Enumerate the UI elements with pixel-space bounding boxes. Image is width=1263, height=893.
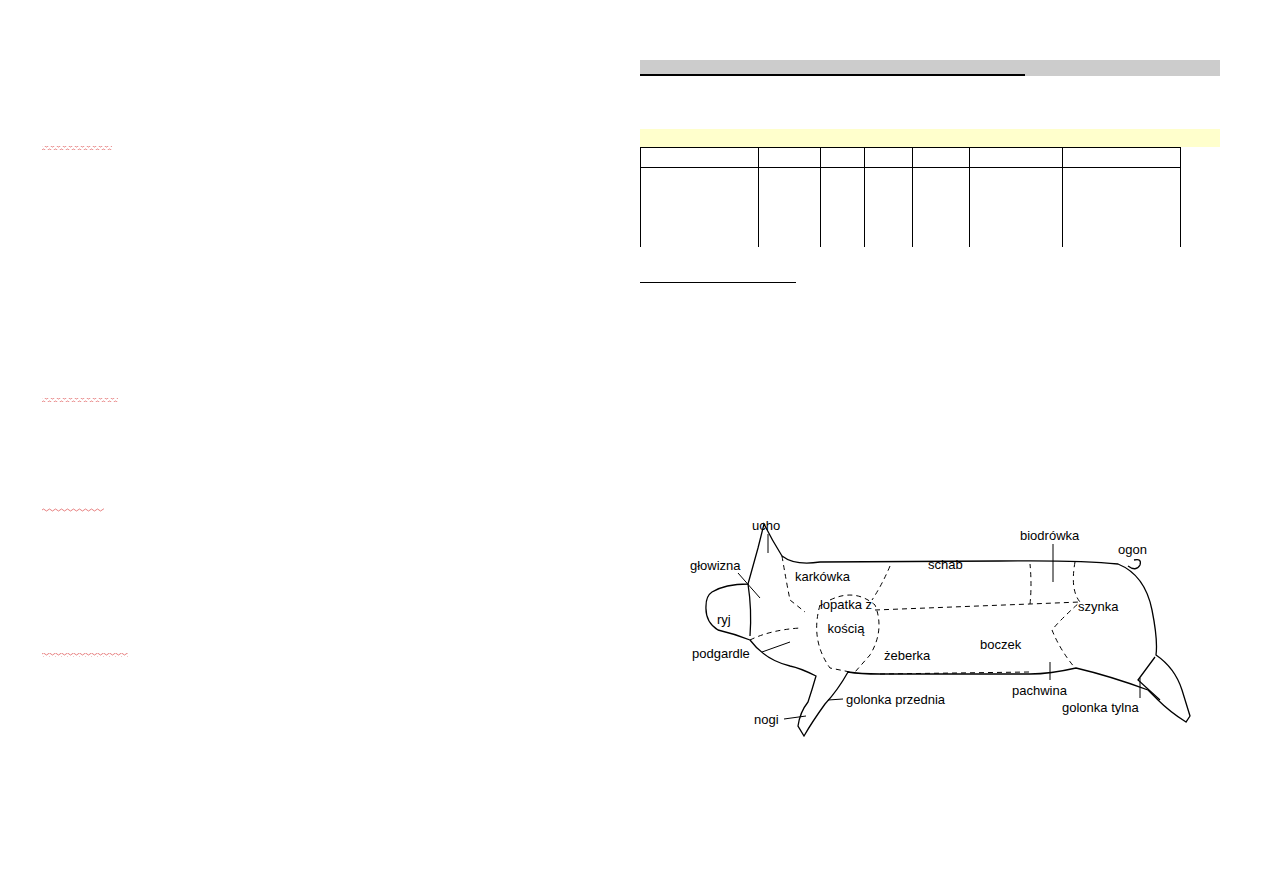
part-label: szynka xyxy=(1078,599,1118,614)
part-label: schab xyxy=(928,557,963,572)
part-label: nogi xyxy=(754,712,779,727)
part-label: ogon xyxy=(1118,542,1147,557)
part-label: golonka przednia xyxy=(846,692,945,707)
part-label: pachwina xyxy=(1012,683,1067,698)
section-rule xyxy=(640,282,796,283)
part-label: żeberka xyxy=(884,648,930,663)
part-label: ucho xyxy=(752,518,780,533)
header-rule xyxy=(640,74,1025,76)
part-label: golonka tylna xyxy=(1062,700,1139,715)
leader-lines xyxy=(738,534,1140,719)
part-label: głowizna xyxy=(690,558,741,573)
spell-squiggle xyxy=(42,146,112,150)
part-label: podgardle xyxy=(692,646,750,661)
highlight-band xyxy=(640,129,1220,147)
empty-table xyxy=(640,147,1181,247)
part-label: boczek xyxy=(980,637,1021,652)
pig-outline xyxy=(706,524,1190,736)
part-label: karkówka xyxy=(795,569,850,584)
part-label: łopatka z kością xyxy=(812,593,880,641)
cut-lines xyxy=(750,556,1080,674)
part-label: biodrówka xyxy=(1020,528,1079,543)
spell-squiggle xyxy=(42,653,128,657)
spell-squiggle xyxy=(42,508,104,512)
spell-squiggle xyxy=(42,398,118,402)
header-bar xyxy=(640,60,1220,76)
part-label: ryj xyxy=(717,612,731,627)
